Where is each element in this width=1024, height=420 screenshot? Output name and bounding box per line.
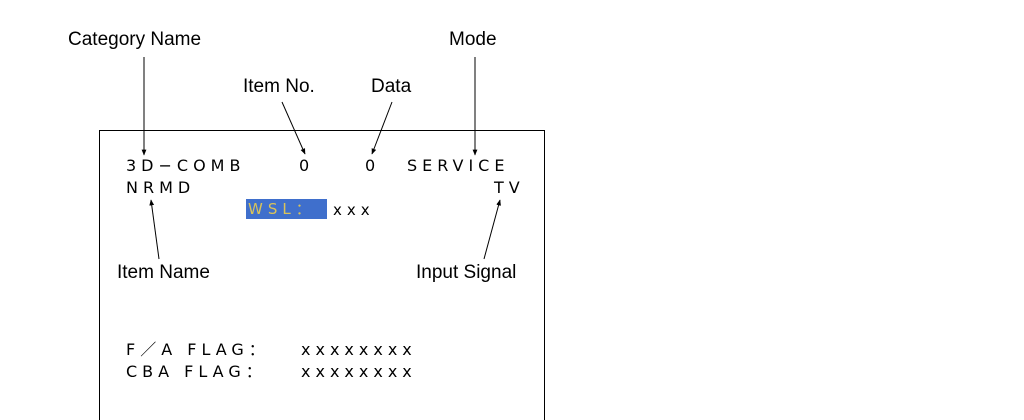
osd-wsl-label: WSL： [248, 200, 316, 218]
data-arrow [371, 101, 393, 155]
item-no-callout: Item No. [243, 76, 315, 97]
input-signal-arrow [483, 199, 501, 260]
osd-wsl-value: xxx [333, 201, 375, 219]
tv-screen-frame [99, 130, 545, 420]
input-signal-callout: Input Signal [416, 262, 517, 283]
osd-category: 3D−COMB [126, 156, 246, 175]
osd-data-value: 0 [365, 156, 381, 175]
osd-cba-flag-label: CBA FLAG： [126, 362, 267, 381]
mode-callout: Mode [449, 29, 497, 50]
item-no-arrow [281, 101, 306, 155]
osd-mode: SERVICE [407, 156, 510, 175]
osd-item-number: 0 [299, 156, 315, 175]
osd-fa-flag-label: F／A FLAG： [126, 340, 270, 359]
osd-cba-flag-value: xxxxxxxx [301, 362, 417, 381]
osd-input-signal: TV [494, 178, 525, 197]
osd-fa-flag-value: xxxxxxxx [301, 340, 417, 359]
osd-item-name: NRMD [126, 178, 196, 197]
item-name-callout: Item Name [117, 262, 210, 283]
data-callout: Data [371, 76, 412, 97]
category-name-callout: Category Name [68, 29, 202, 50]
item-name-arrow [149, 199, 160, 260]
callout-arrows [141, 57, 501, 260]
wsl-highlight [246, 199, 327, 219]
